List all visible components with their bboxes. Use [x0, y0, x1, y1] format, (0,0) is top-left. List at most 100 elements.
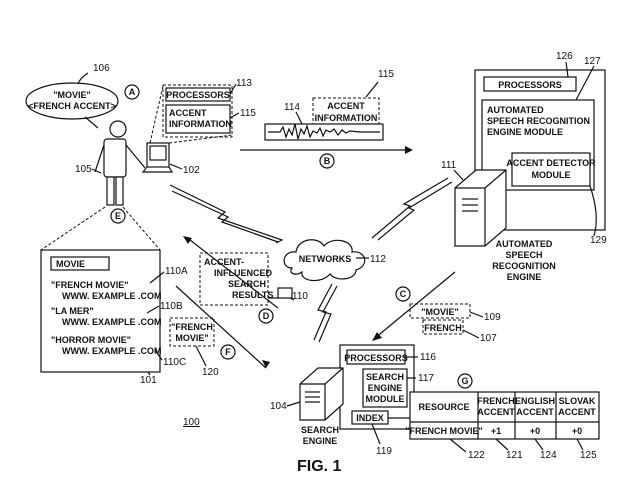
- ref-115b: 115: [378, 69, 394, 80]
- ref-120: 120: [202, 367, 219, 378]
- wireless-link-device: [169, 184, 284, 244]
- speech-text-2: <FRENCH ACCENT>: [28, 101, 116, 111]
- search-module-label-3: MODULE: [366, 394, 405, 404]
- speech-text-1: "MOVIE": [53, 90, 91, 100]
- result-item-2[interactable]: "LA MER" WWW. EXAMPLE .COM: [51, 306, 162, 327]
- signal-label-2: INFORMATION: [315, 113, 378, 123]
- ref-126: 126: [556, 51, 573, 62]
- search-query-text: MOVIE: [56, 259, 85, 269]
- ref-110c: 110C: [163, 357, 186, 368]
- stage-a-badge: A: [129, 87, 136, 97]
- stage-e-badge: E: [115, 211, 121, 221]
- result-url: WWW. EXAMPLE .COM: [62, 346, 162, 356]
- stage-f-badge: F: [225, 347, 231, 357]
- search-index-label: INDEX: [356, 413, 384, 423]
- search-engine-box: PROCESSORS SEARCH ENGINE MODULE INDEX: [339, 344, 415, 430]
- networks-label: NETWORKS: [299, 254, 352, 264]
- result-item-3[interactable]: "HORROR MOVIE" WWW. EXAMPLE .COM: [51, 335, 162, 356]
- transcription-french: FRENCH: [424, 323, 462, 333]
- accent-results-label-4: RESULTS: [232, 290, 273, 300]
- ref-117: 117: [418, 373, 434, 384]
- waveform-icon: [264, 123, 384, 141]
- search-label-2: ENGINE: [303, 436, 338, 446]
- asr-module-label-1: AUTOMATED: [487, 105, 544, 115]
- signal-label-1: ACCENT: [327, 101, 365, 111]
- device-accent-label-1: ACCENT: [169, 108, 207, 118]
- figure-label: FIG. 1: [297, 458, 342, 475]
- ref-101: 101: [140, 375, 157, 386]
- ref-109: 109: [484, 312, 501, 323]
- ref-106: 106: [93, 63, 110, 74]
- mobile-device-icon: [141, 142, 174, 173]
- ref-112: 112: [370, 254, 386, 265]
- asr-engine-box: PROCESSORS AUTOMATED SPEECH RECOGNITION …: [474, 69, 606, 231]
- table-header-slovak-2: ACCENT: [558, 407, 596, 417]
- asr-module-label-3: ENGINE MODULE: [487, 127, 563, 137]
- ref-114: 114: [284, 102, 300, 113]
- device-detail-box: PROCESSORS ACCENT INFORMATION: [162, 84, 233, 138]
- stage-b-badge: B: [324, 156, 331, 166]
- ref-107: 107: [480, 333, 497, 344]
- stage-c-badge: C: [400, 289, 407, 299]
- result-title: "HORROR MOVIE": [51, 335, 131, 345]
- transcription-movie: "MOVIE": [421, 307, 459, 317]
- ref-100: 100: [183, 417, 200, 428]
- ref-105: 105: [75, 164, 92, 175]
- wireless-link-asr: [371, 177, 449, 239]
- french-movie-query-1: "FRENCH: [171, 322, 213, 332]
- table-cell-french: +1: [491, 426, 501, 436]
- asr-label-3: RECOGNITION: [492, 261, 556, 271]
- asr-label-4: ENGINE: [507, 272, 542, 282]
- asr-label-1: AUTOMATED: [496, 239, 553, 249]
- device-accent-label-2: INFORMATION: [169, 119, 232, 129]
- table-header-english-1: ENGLISH: [515, 396, 555, 406]
- search-query-field[interactable]: [50, 256, 110, 271]
- ref-110b: 110B: [160, 301, 183, 312]
- result-title: "FRENCH MOVIE": [51, 280, 129, 290]
- speech-bubble: "MOVIE" <FRENCH ACCENT>: [25, 82, 119, 129]
- ref-125: 125: [580, 450, 597, 461]
- ref-111: 111: [441, 160, 457, 171]
- ref-115a: 115: [240, 108, 256, 119]
- result-title: "LA MER": [51, 306, 94, 316]
- user-person-icon: [94, 120, 146, 206]
- asr-detector-label-1: ACCENT DETECTOR: [506, 158, 596, 168]
- result-item-1[interactable]: "FRENCH MOVIE" WWW. EXAMPLE .COM: [51, 280, 162, 301]
- table-header-resource: RESOURCE: [418, 402, 469, 412]
- resource-accent-table: RESOURCE FRENCH ACCENT ENGLISH ACCENT SL…: [405, 391, 600, 440]
- table-cell-english: +0: [530, 426, 540, 436]
- table-header-english-2: ACCENT: [516, 407, 554, 417]
- search-module-label-2: ENGINE: [368, 383, 403, 393]
- table-cell-slovak: +0: [572, 426, 582, 436]
- network-cloud-icon: NETWORKS: [283, 239, 366, 282]
- accent-results-label-1: ACCENT-: [204, 257, 244, 267]
- french-movie-query-2: MOVIE": [175, 333, 208, 343]
- ref-116: 116: [420, 352, 436, 363]
- search-module-label-1: SEARCH: [366, 372, 404, 382]
- table-cell-resource: "FRENCH MOVIE": [405, 426, 483, 436]
- table-header-french-2: ACCENT: [477, 407, 515, 417]
- search-processors-label: PROCESSORS: [344, 353, 408, 363]
- table-header-slovak-1: SLOVAK: [559, 396, 596, 406]
- asr-label-2: SPEECH: [505, 250, 542, 260]
- result-url: WWW. EXAMPLE .COM: [62, 317, 162, 327]
- accent-results-label-2: INFLUENCED: [214, 268, 272, 278]
- table-header-french-1: FRENCH: [477, 396, 515, 406]
- result-url: WWW. EXAMPLE .COM: [62, 291, 162, 301]
- ref-129: 129: [590, 235, 607, 246]
- stage-d-badge: D: [263, 311, 270, 321]
- wireless-link-search: [313, 283, 333, 341]
- results-panel: MOVIE "FRENCH MOVIE" WWW. EXAMPLE .COM "…: [40, 249, 162, 373]
- search-label-1: SEARCH: [301, 425, 339, 435]
- asr-detector-label-2: MODULE: [532, 170, 571, 180]
- asr-processors-label: PROCESSORS: [498, 80, 562, 90]
- device-processors-label: PROCESSORS: [166, 90, 230, 100]
- ref-113: 113: [236, 78, 252, 89]
- ref-110: 110: [292, 291, 308, 302]
- ref-124: 124: [540, 450, 557, 461]
- ref-121: 121: [506, 450, 523, 461]
- ref-104: 104: [270, 401, 287, 412]
- ref-119: 119: [376, 446, 392, 457]
- stage-g-badge: G: [461, 376, 468, 386]
